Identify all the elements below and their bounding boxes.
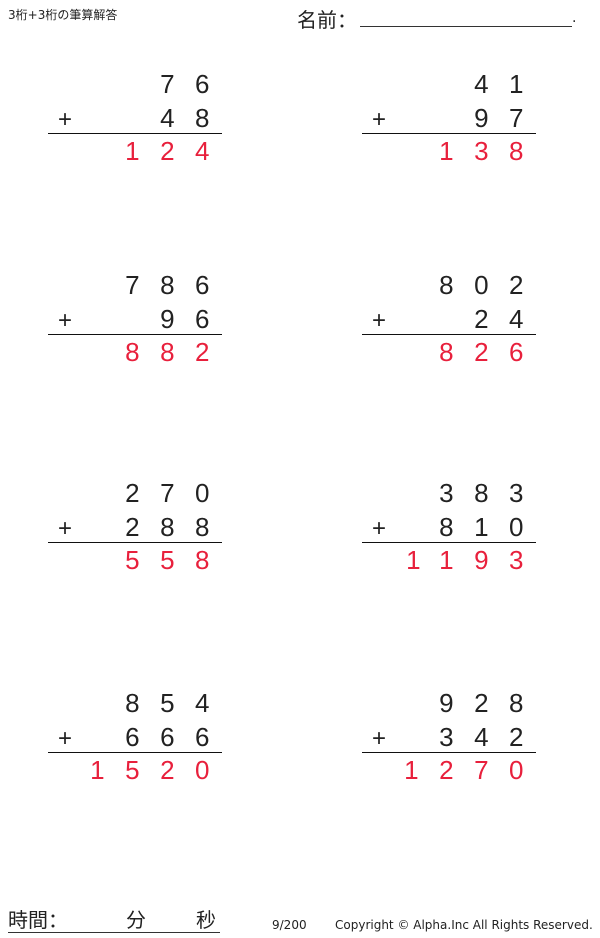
addend-top: 854 xyxy=(125,688,230,718)
plus-sign: + xyxy=(58,515,73,542)
addend-bottom: 96 xyxy=(160,304,230,334)
addend-top: 41 xyxy=(474,69,544,99)
time-field: 時間： 分 秒 xyxy=(8,904,220,933)
addend-bottom: 97 xyxy=(474,103,544,133)
plus-sign: + xyxy=(58,307,73,334)
addend-top: 383 xyxy=(439,478,544,508)
plus-sign: + xyxy=(58,725,73,752)
sum-line xyxy=(48,752,222,753)
answer: 826 xyxy=(439,337,544,367)
answer: 882 xyxy=(125,337,230,367)
answer: 558 xyxy=(125,545,230,575)
sum-line xyxy=(362,542,536,543)
sum-line xyxy=(48,334,222,335)
copyright: Copyright © Alpha.Inc All Rights Reserve… xyxy=(335,918,593,932)
plus-sign: + xyxy=(58,106,73,133)
sum-line xyxy=(362,334,536,335)
answer: 1270 xyxy=(404,755,544,785)
name-label: 名前： xyxy=(297,8,357,32)
name-end-mark: . xyxy=(572,10,577,26)
plus-sign: + xyxy=(372,106,387,133)
addend-bottom: 288 xyxy=(125,512,230,542)
addend-bottom: 342 xyxy=(439,722,544,752)
answer: 138 xyxy=(439,136,544,166)
addend-top: 802 xyxy=(439,270,544,300)
plus-sign: + xyxy=(372,725,387,752)
sum-line xyxy=(362,752,536,753)
time-label: 時間： xyxy=(8,908,68,932)
sum-line xyxy=(362,133,536,134)
sum-line xyxy=(48,542,222,543)
worksheet-title: 3桁+3桁の筆算解答 xyxy=(8,8,118,22)
addend-top: 270 xyxy=(125,478,230,508)
sum-line xyxy=(48,133,222,134)
addend-bottom: 666 xyxy=(125,722,230,752)
name-field-line xyxy=(360,26,572,27)
plus-sign: + xyxy=(372,515,387,542)
minutes-label: 分 xyxy=(126,908,146,932)
addend-bottom: 24 xyxy=(474,304,544,334)
answer: 1193 xyxy=(406,545,544,575)
plus-sign: + xyxy=(372,307,387,334)
page-number: 9/200 xyxy=(272,918,307,932)
addend-top: 76 xyxy=(160,69,230,99)
addend-top: 786 xyxy=(125,270,230,300)
addend-bottom: 810 xyxy=(439,512,544,542)
addend-bottom: 48 xyxy=(160,103,230,133)
answer: 1520 xyxy=(90,755,230,785)
addend-top: 928 xyxy=(439,688,544,718)
seconds-label: 秒 xyxy=(196,908,216,932)
answer: 124 xyxy=(125,136,230,166)
